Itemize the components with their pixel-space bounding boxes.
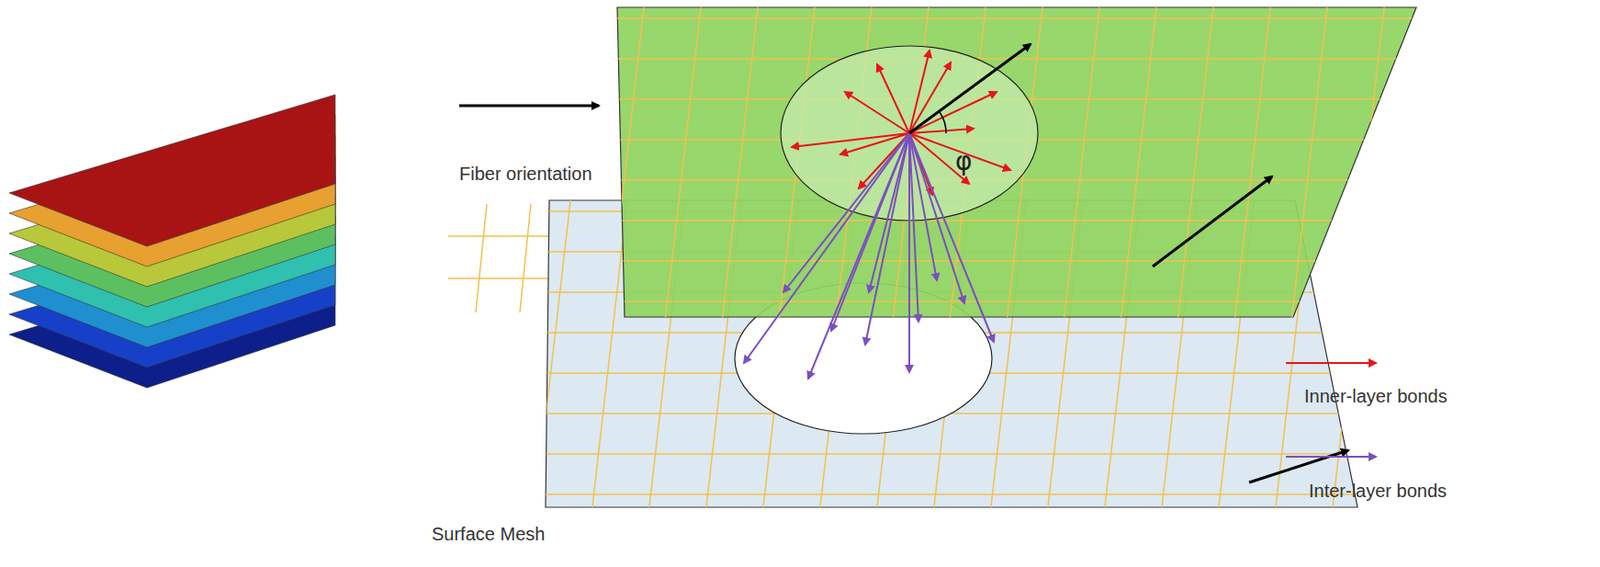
orientation-arrow xyxy=(1152,176,1273,267)
surface-mesh xyxy=(477,0,1580,322)
orientation-arrow xyxy=(459,104,599,108)
ply-layer xyxy=(9,94,336,247)
inter-layer-bond xyxy=(909,133,994,342)
orientation-arrow xyxy=(909,44,1031,134)
inter-layer-bond xyxy=(808,133,910,379)
inner-layer-bond xyxy=(845,91,910,134)
mesh-icon xyxy=(448,203,556,313)
inner-layer-bond xyxy=(909,91,997,134)
angle-symbol: φ xyxy=(955,146,972,177)
legend-text: Inter-layer bonds xyxy=(1308,480,1447,502)
angle-arc xyxy=(939,112,947,134)
inner-layer-bond xyxy=(791,133,910,147)
legend-sample xyxy=(1285,455,1376,458)
orientation-arrow xyxy=(1249,450,1349,483)
bonds xyxy=(743,50,1011,379)
label: Surface Mesh xyxy=(431,523,545,545)
inter-layer-bond xyxy=(783,133,910,293)
inter-layer-bond xyxy=(831,133,910,331)
inter-layer-bond xyxy=(908,133,911,372)
inter-layer-bond xyxy=(865,133,910,345)
inter-layer-bond xyxy=(868,133,910,293)
inter-layer-bond xyxy=(743,133,910,363)
laminate-stack xyxy=(9,94,336,388)
legend-sample xyxy=(1285,361,1376,364)
upper-layer xyxy=(617,7,1417,317)
inner-layer-bond xyxy=(909,128,974,134)
legend-text: Inner-layer bonds xyxy=(1304,385,1448,407)
label: Fiber orientation xyxy=(459,163,593,185)
